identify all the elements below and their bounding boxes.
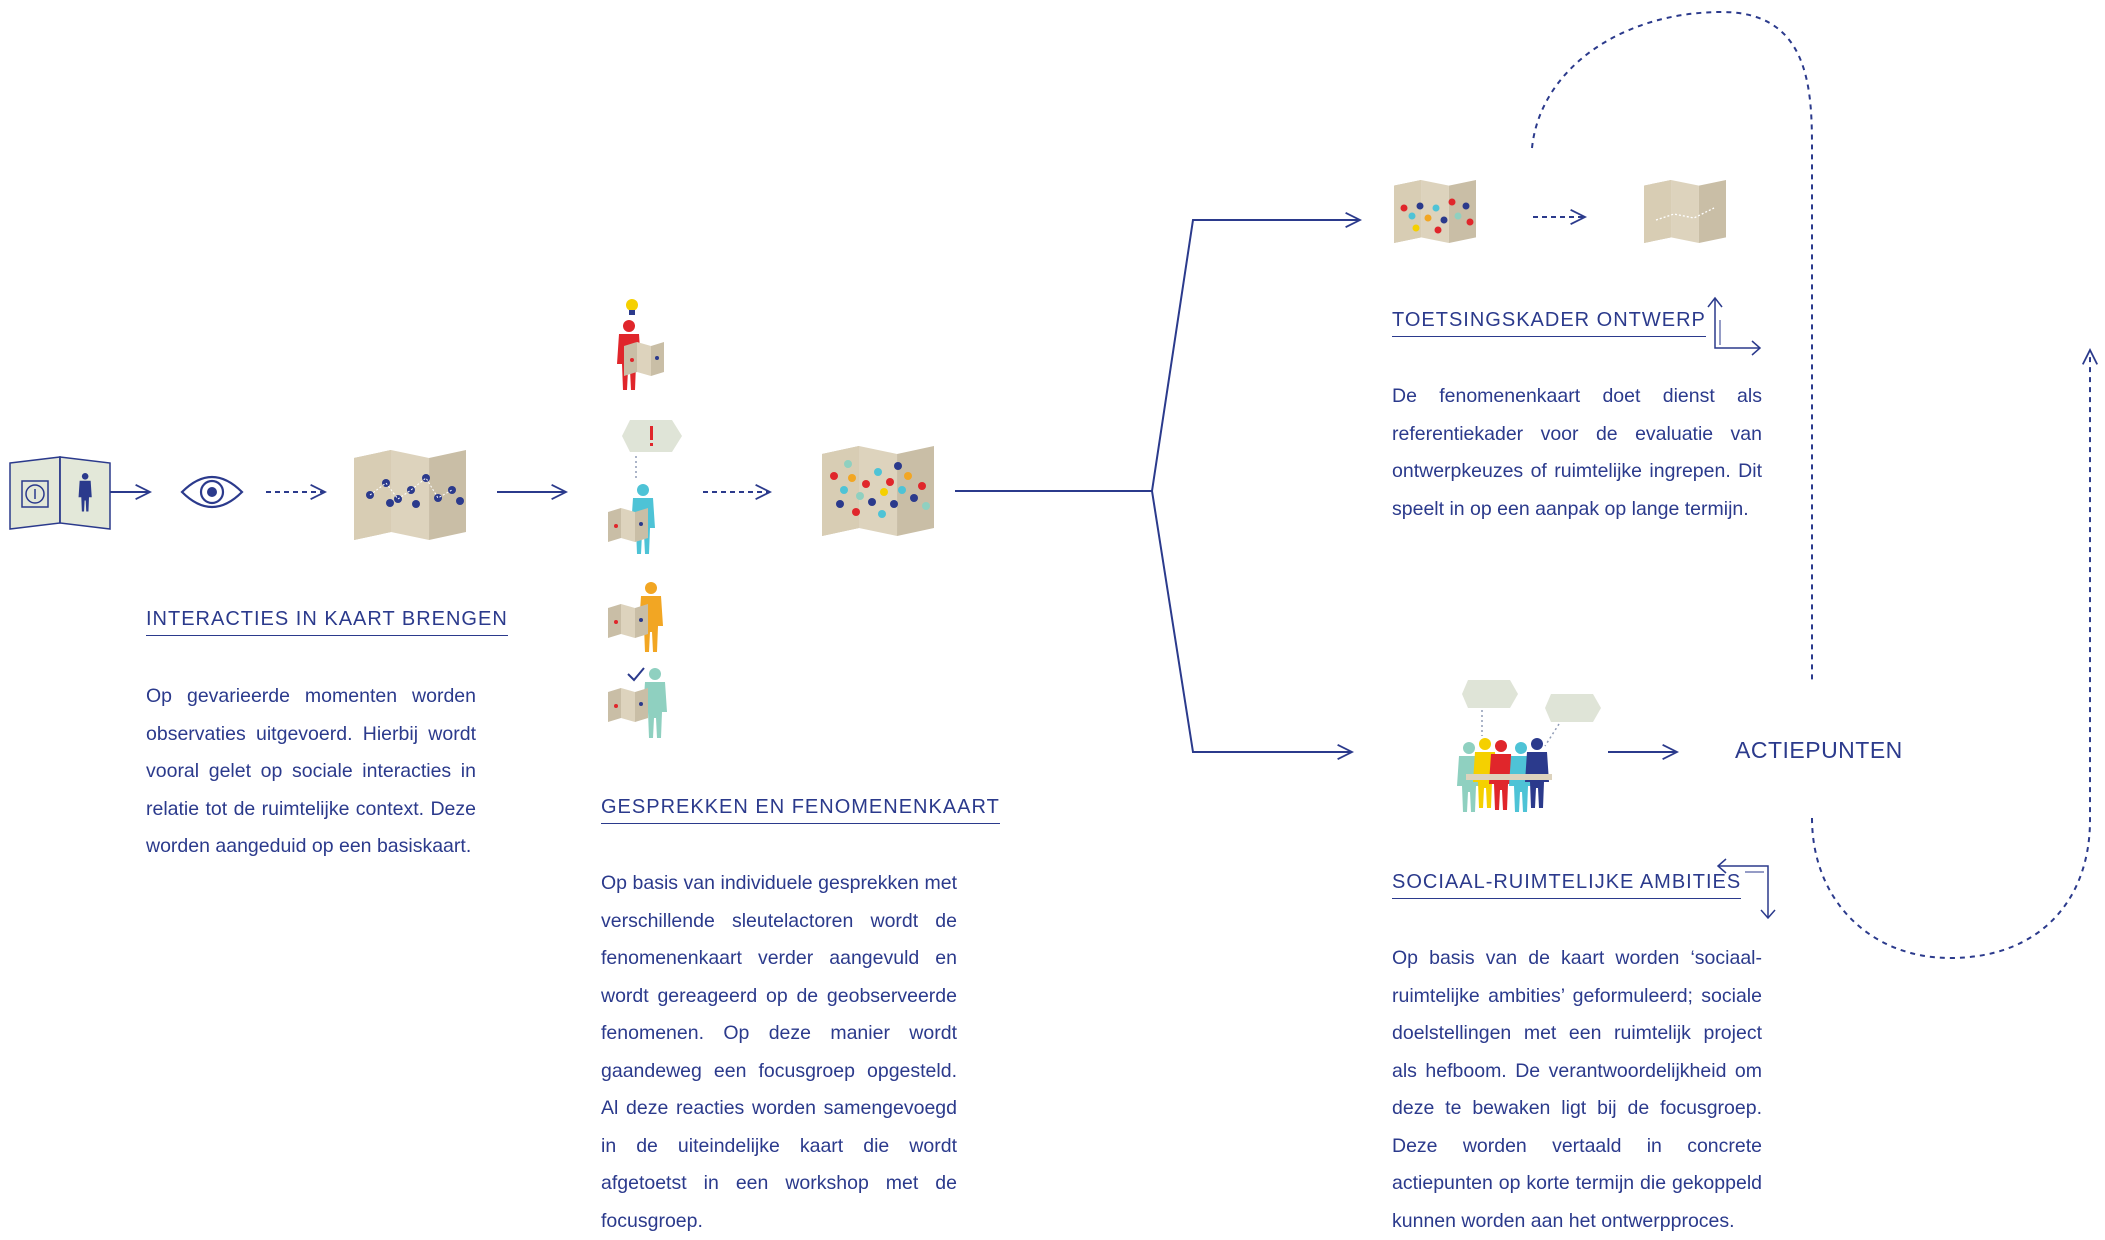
speech-bubble-icon (622, 420, 682, 480)
map-icon (354, 450, 466, 540)
person-with-map-icon (617, 320, 664, 390)
person-with-map-icon (608, 668, 667, 738)
section-body-interacties: Op gevarieerde momenten worden observati… (146, 685, 476, 857)
map-icon (1644, 180, 1726, 243)
actiepunten-label: ACTIEPUNTEN (1735, 737, 1903, 763)
section-heading-ambities: SOCIAAL-RUIMTELIJKE AMBITIES (1392, 871, 1742, 899)
dashed-loop-bottom (1811, 350, 2090, 960)
branch-upper-arrow (1151, 220, 1360, 492)
checkmark-icon (627, 667, 645, 682)
lightbulb-icon (626, 299, 638, 315)
map-icon (822, 446, 934, 536)
section-body-gesprekken: Op basis van individuele gesprekken met … (601, 872, 957, 1232)
speech-bubble-icon (1462, 680, 1518, 736)
section-heading-interacties: INTERACTIES IN KAART BRENGEN (146, 608, 508, 636)
dashed-loop-top (1531, 10, 1813, 680)
section-heading-toetsingskader: TOETSINGSKADER ONTWERP (1392, 309, 1706, 337)
person-with-map-icon (608, 484, 655, 554)
corner-arrow-left-down-icon (1716, 858, 1776, 920)
eye-icon (180, 476, 244, 508)
group-icon (1457, 738, 1552, 812)
book-icon (9, 456, 111, 530)
speech-bubble-icon (1544, 694, 1601, 747)
section-body-ambities: Op basis van de kaart worden ‘sociaal-ru… (1392, 947, 1762, 1232)
corner-arrow-up-right-icon (1707, 296, 1762, 356)
person-with-map-icon (608, 582, 663, 652)
branch-lower-arrow (1151, 490, 1352, 752)
exclamation-icon (650, 426, 653, 446)
section-heading-gesprekken: GESPREKKEN EN FENOMENENKAART (601, 796, 1000, 824)
map-icon (1394, 180, 1476, 243)
section-body-toetsingskader: De fenomenenkaart doet dienst als refere… (1392, 385, 1762, 520)
